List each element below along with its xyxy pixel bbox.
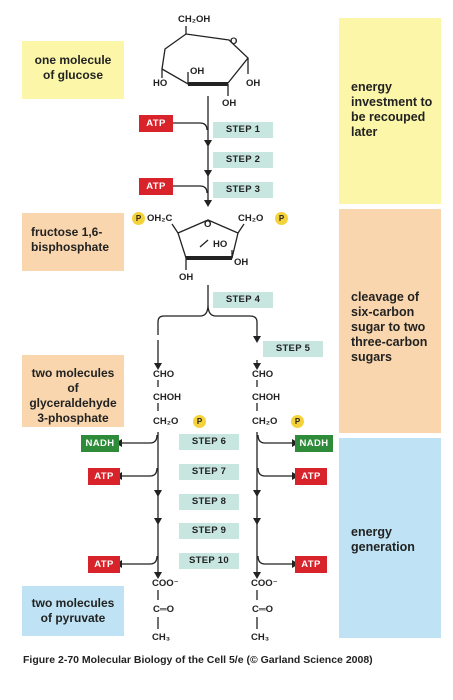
- g3p-left-cho: CHO: [153, 369, 175, 380]
- arrowhead-right-pyruvate: [253, 572, 261, 579]
- g3p-left-choh: CHOH: [153, 392, 181, 403]
- pyruvate-right-coo: COO⁻: [251, 578, 278, 589]
- nadh-left: NADH: [81, 435, 119, 452]
- fructose-label-box: fructose 1,6-bisphosphate: [22, 213, 124, 271]
- nadh-right: NADH: [295, 435, 333, 452]
- atp-right-1: ATP: [295, 468, 327, 485]
- right-atp-hook-2: [257, 555, 292, 565]
- atp-hook-2: [172, 185, 208, 194]
- step-3: STEP 3: [213, 182, 273, 198]
- arrowhead-left-step9: [154, 518, 162, 525]
- glucose-ch2oh: CH₂OH: [178, 14, 211, 25]
- phosphate-right-fructose: P: [275, 212, 288, 225]
- figure-caption: Figure 2-70 Molecular Biology of the Cel…: [23, 654, 373, 666]
- pyruvate-right-ch3: CH₃: [251, 632, 270, 643]
- fructose-ho: HO: [213, 239, 228, 250]
- arrowhead-step3: [204, 200, 212, 207]
- fructose-oh-right: OH: [234, 257, 249, 268]
- step-4: STEP 4: [213, 292, 273, 308]
- glucose-ring: [161, 33, 249, 85]
- pyruvate-left-ch3: CH₃: [152, 632, 171, 643]
- fructose-ring-o: O: [204, 219, 212, 230]
- arrowhead-left-pyruvate: [154, 572, 162, 579]
- energy-generation-label: energy generation: [351, 525, 415, 554]
- phosphate-right-g3p: P: [291, 415, 304, 428]
- step-2: STEP 2: [213, 152, 273, 168]
- step-9: STEP 9: [179, 523, 239, 539]
- split-brace: [157, 304, 258, 338]
- left-atp-hook-1: [122, 467, 158, 477]
- glucose-ring-o: O: [230, 36, 238, 47]
- glucose-oh-1: OH: [190, 66, 205, 77]
- glucose-ho: HO: [153, 78, 168, 89]
- energy-investment-label: energy investment to be recouped later: [351, 80, 433, 139]
- pyruvate-left-co: C═O: [153, 604, 174, 615]
- cleavage-panel: [339, 209, 441, 433]
- glucose-oh-3: OH: [246, 78, 261, 89]
- fructose-ring: [177, 219, 239, 259]
- atp-input-2: ATP: [139, 178, 173, 195]
- right-nadh-hook: [257, 434, 292, 444]
- g3p-right-choh: CHOH: [252, 392, 280, 403]
- step-1: STEP 1: [213, 122, 273, 138]
- atp-right-2: ATP: [295, 556, 327, 573]
- arrowhead-step1: [204, 140, 212, 147]
- fructose-left-bond: [171, 223, 179, 234]
- step-10: STEP 10: [179, 553, 239, 569]
- arrowhead-step5: [253, 336, 261, 343]
- fructose-ho-bond: [199, 239, 209, 248]
- step-7: STEP 7: [179, 464, 239, 480]
- atp-hook-1: [172, 122, 208, 131]
- left-atp-hook-2: [122, 555, 158, 565]
- energy-generation-panel: [339, 438, 441, 638]
- atp-input-1: ATP: [139, 115, 173, 132]
- step-6: STEP 6: [179, 434, 239, 450]
- arrowhead-left-g3p: [154, 363, 162, 370]
- step-5: STEP 5: [263, 341, 323, 357]
- g3p-label: two molecules of glyceraldehyde 3-phosph…: [29, 366, 117, 425]
- pyruvate-right-co: C═O: [252, 604, 273, 615]
- arrowhead-right-step8: [253, 490, 261, 497]
- arrowhead-step2: [204, 170, 212, 177]
- atp-left-1: ATP: [88, 468, 120, 485]
- g3p-left-ch2o: CH₂O: [153, 416, 179, 427]
- glucose-label-box: one molecule of glucose: [22, 41, 124, 99]
- arrowhead-right-g3p: [253, 363, 261, 370]
- g3p-label-box: two molecules of glyceraldehyde 3-phosph…: [22, 355, 124, 427]
- fructose-oh-bottom: OH: [179, 272, 194, 283]
- phosphate-left-g3p: P: [193, 415, 206, 428]
- right-atp-hook-1: [257, 467, 292, 477]
- energy-investment-panel: [339, 18, 441, 204]
- phosphate-left-fructose: P: [132, 212, 145, 225]
- fructose-right-bond: [237, 223, 245, 234]
- arrowhead-left-step8: [154, 490, 162, 497]
- left-nadh-hook: [122, 434, 158, 444]
- glucose-oh-2: OH: [222, 98, 237, 109]
- arrowheads: [115, 140, 299, 579]
- glucose-label: one molecule of glucose: [34, 53, 112, 82]
- g3p-right-cho: CHO: [252, 369, 274, 380]
- arrowhead-right-step9: [253, 518, 261, 525]
- g3p-right-ch2o: CH₂O: [252, 416, 278, 427]
- pyruvate-left-coo: COO⁻: [152, 578, 179, 589]
- pyruvate-label: two molecules of pyruvate: [31, 596, 115, 625]
- fructose-oh2c: OH₂C: [147, 213, 173, 224]
- step-8: STEP 8: [179, 494, 239, 510]
- atp-left-2: ATP: [88, 556, 120, 573]
- fructose-label: fructose 1,6-bisphosphate: [31, 225, 110, 254]
- cleavage-label: cleavage of six-carbon sugar to two thre…: [351, 290, 428, 364]
- fructose-ch2o: CH₂O: [238, 213, 264, 224]
- pyruvate-label-box: two molecules of pyruvate: [22, 586, 124, 636]
